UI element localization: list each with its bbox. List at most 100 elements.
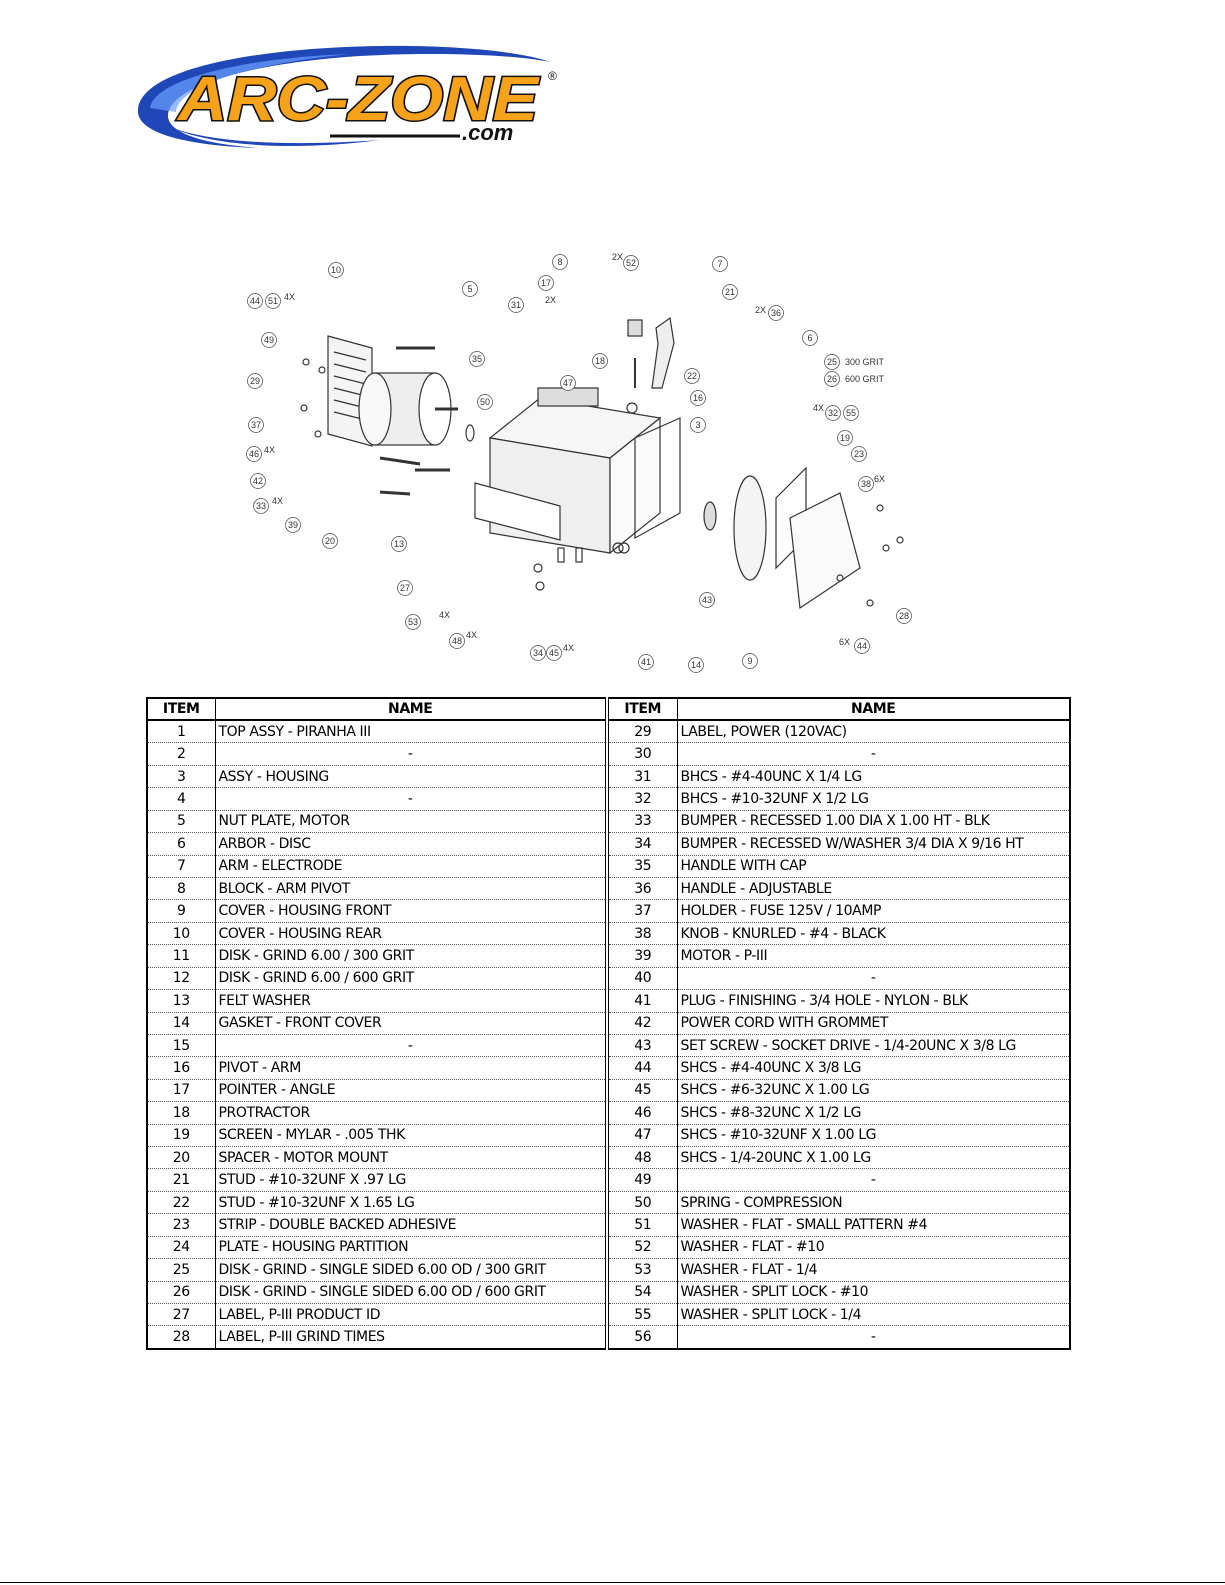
callout-number: 49	[264, 335, 274, 345]
qty-4x-label: 4X	[264, 445, 275, 455]
item-column-header: ITEM	[147, 698, 216, 721]
callout-circle	[462, 281, 478, 297]
callout-number: 14	[691, 660, 701, 670]
callout-circle	[469, 351, 485, 367]
callout-circle	[477, 394, 493, 410]
part-name-cell: ARM - ELECTRODE	[215, 855, 609, 878]
item-number-cell: 43	[607, 1034, 678, 1058]
callout-number: 32	[828, 408, 838, 418]
name-column-header: NAME	[215, 698, 609, 721]
part-name-cell: BLOCK - ARM PIVOT	[215, 877, 609, 901]
grit-300-label: 300 GRIT	[845, 357, 885, 367]
pivot-block-part	[627, 319, 643, 337]
callout-number: 19	[840, 433, 850, 443]
callout-circle	[397, 580, 413, 596]
callout-number: 45	[549, 648, 559, 658]
item-number-cell: 53	[607, 1258, 678, 1282]
callout-number: 31	[511, 300, 521, 310]
callout-circle	[688, 657, 704, 673]
part-name-cell: SHCS - #4-40UNC X 3/8 LG	[677, 1056, 1071, 1080]
callout-circle	[246, 446, 262, 462]
diagram-drawing	[300, 316, 904, 610]
part-name-cell: LABEL, P-III GRIND TIMES	[215, 1325, 609, 1349]
callout-circle	[896, 608, 912, 624]
callout-circle	[684, 368, 700, 384]
item-number-cell: 6	[147, 832, 216, 856]
part-name-cell: DISK - GRIND 6.00 / 300 GRIT	[215, 944, 609, 968]
callout-circle	[854, 638, 870, 654]
item-number-cell: 37	[607, 899, 678, 923]
part-name-cell: SHCS - #8-32UNC X 1/2 LG	[677, 1101, 1071, 1125]
callout-number: 47	[563, 378, 573, 388]
part-name-cell: KNOB - KNURLED - #4 - BLACK	[677, 922, 1071, 946]
callout-circle	[405, 614, 421, 630]
part-name-cell: -	[215, 742, 609, 766]
item-number-cell: 26	[147, 1281, 216, 1304]
part-name-cell: COVER - HOUSING FRONT	[215, 899, 609, 923]
part-name-cell: BHCS - #10-32UNF X 1/2 LG	[677, 787, 1071, 811]
callout-circle	[712, 256, 728, 272]
qty-2x-label: 2X	[545, 295, 556, 305]
item-number-cell: 5	[147, 810, 216, 834]
motor-part	[358, 372, 475, 446]
item-number-cell: 42	[607, 1012, 678, 1035]
callout-number: 33	[256, 501, 266, 511]
item-number-cell: 47	[607, 1124, 678, 1148]
callout-circle	[247, 293, 263, 309]
item-number-cell: 13	[147, 989, 216, 1013]
item-number-cell: 33	[607, 810, 678, 834]
part-name-cell: -	[215, 1034, 609, 1058]
callout-number: 17	[541, 278, 551, 288]
item-number-cell: 17	[147, 1079, 216, 1103]
exploded-parts-diagram: 3567891013141617181920212223252627282931…	[246, 252, 912, 673]
part-name-cell: HANDLE WITH CAP	[677, 855, 1071, 878]
part-name-cell: MOTOR - P-III	[677, 944, 1071, 968]
item-number-cell: 4	[147, 787, 216, 811]
item-number-cell: 45	[607, 1079, 678, 1103]
callout-number: 41	[641, 657, 651, 667]
item-number-cell: 31	[607, 765, 678, 789]
part-name-cell: LABEL, POWER (120VAC)	[677, 720, 1071, 744]
item-number-cell: 2	[147, 742, 216, 766]
part-name-cell: DISK - GRIND - SINGLE SIDED 6.00 OD / 30…	[215, 1258, 609, 1282]
product-label-part	[474, 482, 561, 541]
callout-number: 20	[325, 536, 335, 546]
callout-circle	[322, 533, 338, 549]
part-name-cell: SET SCREW - SOCKET DRIVE - 1/4-20UNC X 3…	[677, 1034, 1071, 1058]
callout-circle	[449, 633, 465, 649]
table-row: 2-30-	[147, 742, 1071, 766]
front-cover-part	[789, 492, 861, 610]
callout-circle	[690, 417, 706, 433]
callout-circle	[530, 645, 546, 661]
grit-600-label: 600 GRIT	[845, 374, 885, 384]
part-name-cell: PIVOT - ARM	[215, 1056, 609, 1080]
part-name-cell: DISK - GRIND 6.00 / 600 GRIT	[215, 967, 609, 991]
callout-circle	[261, 332, 277, 348]
grind-disc-part	[733, 475, 767, 581]
qty-4x-label: 4X	[284, 292, 295, 302]
item-number-cell: 24	[147, 1236, 216, 1260]
callout-number: 53	[408, 617, 418, 627]
part-name-cell: POWER CORD WITH GROMMET	[677, 1012, 1071, 1035]
callout-number: 26	[827, 374, 837, 384]
callout-number: 44	[857, 641, 867, 651]
callout-number: 50	[480, 397, 490, 407]
item-number-cell: 30	[607, 742, 678, 766]
part-name-cell: WASHER - SPLIT LOCK - 1/4	[677, 1303, 1071, 1327]
item-number-cell: 25	[147, 1258, 216, 1282]
callout-number: 37	[251, 420, 261, 430]
callout-number: 7	[717, 259, 722, 269]
table-header-row: ITEM NAME ITEM NAME	[147, 698, 1071, 721]
callout-circle	[253, 498, 269, 514]
callout-number: 16	[693, 393, 703, 403]
item-number-cell: 14	[147, 1012, 216, 1035]
qty-4x-label: 4X	[272, 496, 283, 506]
item-number-cell: 1	[147, 720, 216, 744]
